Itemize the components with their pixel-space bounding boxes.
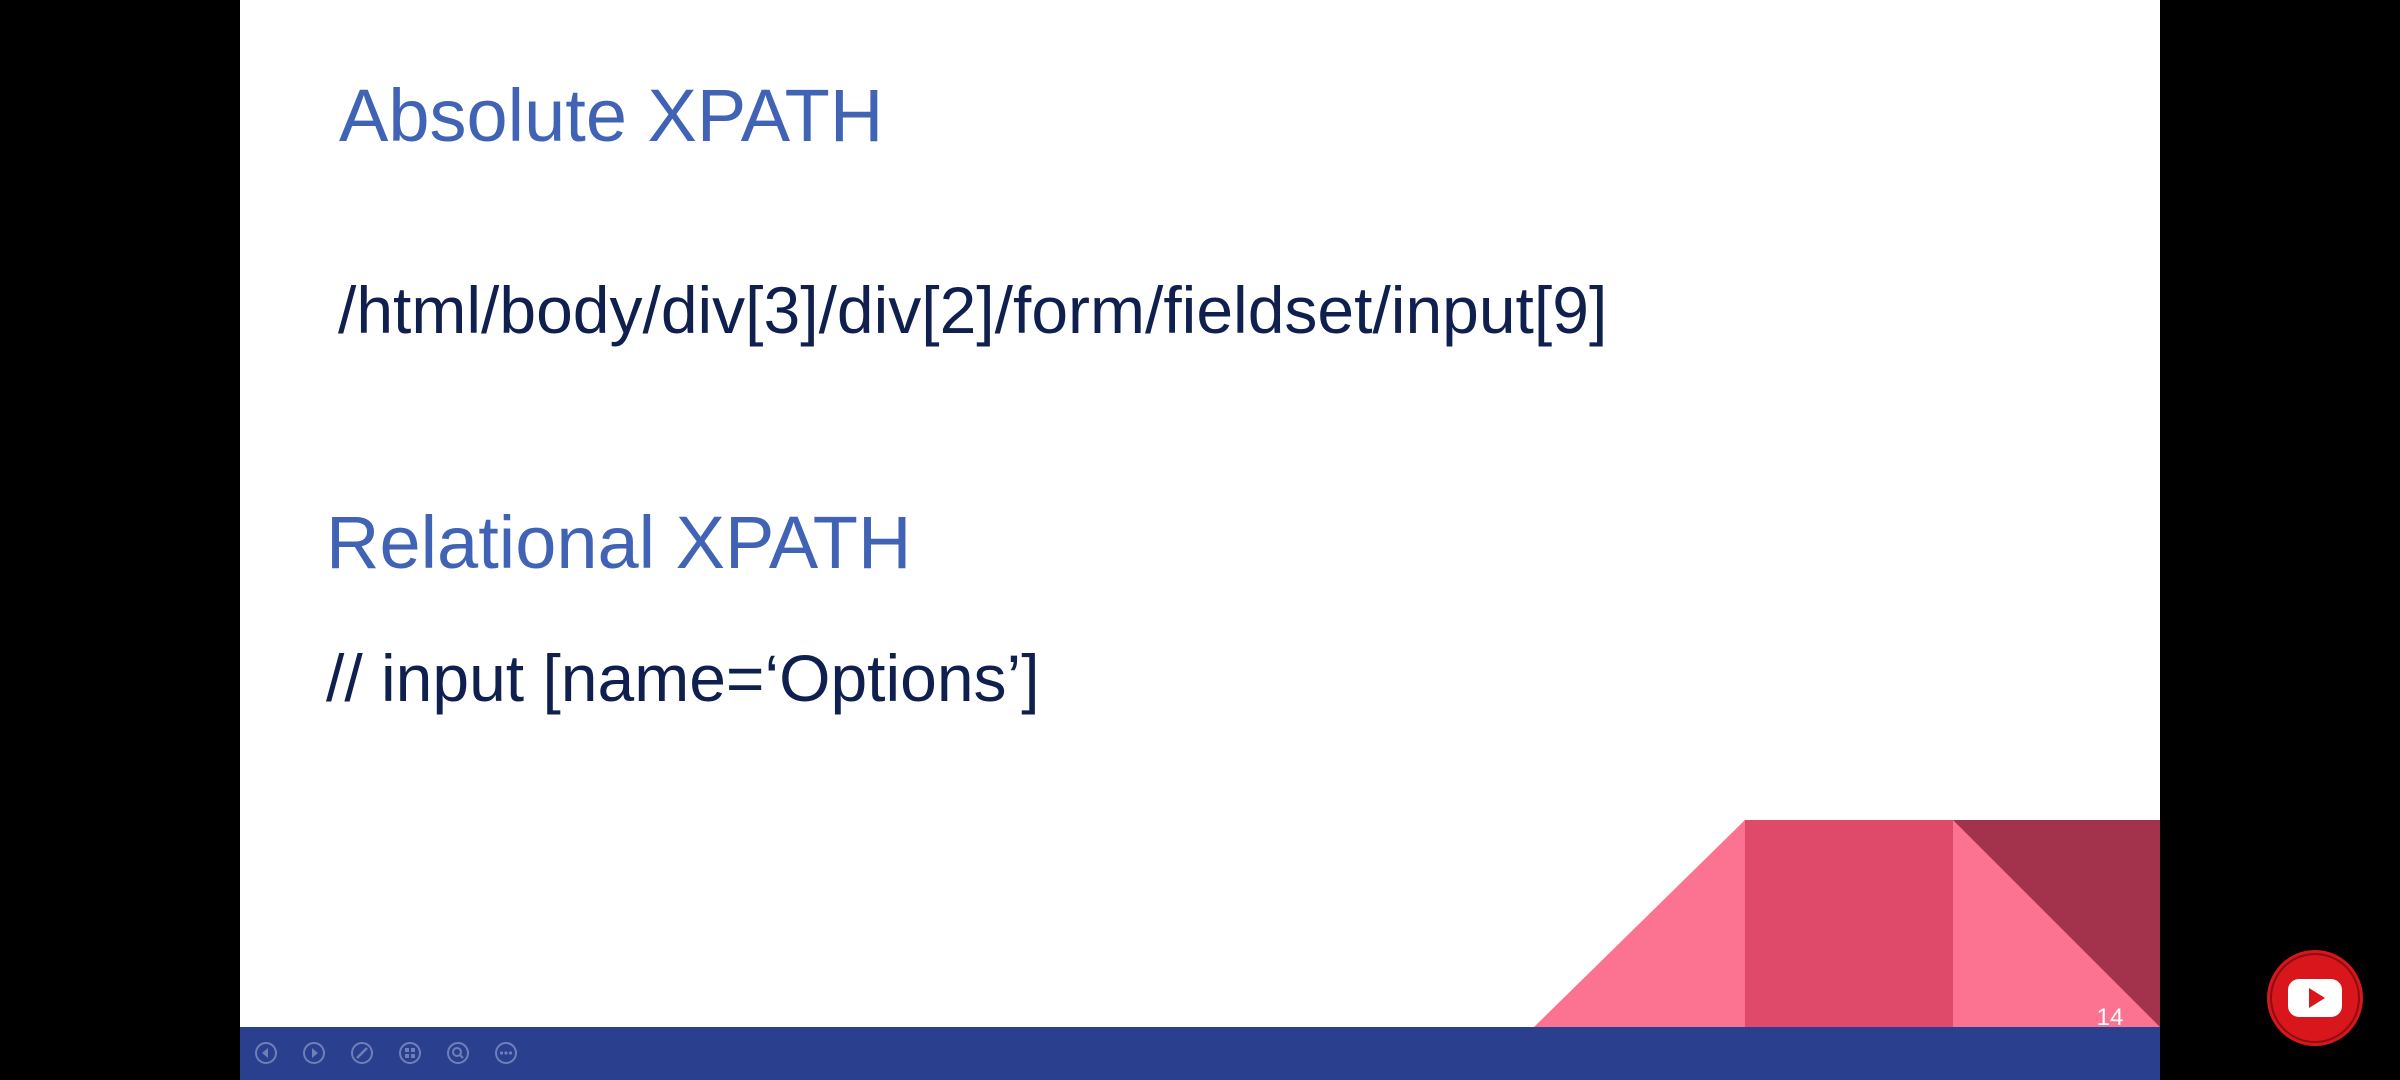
- deco-left-wedge: [1540, 820, 1745, 1027]
- more-options-icon[interactable]: [493, 1040, 519, 1066]
- next-slide-icon[interactable]: [301, 1040, 327, 1066]
- deco-maroon-triangle: [1953, 820, 2160, 1027]
- previous-slide-icon[interactable]: [253, 1040, 279, 1066]
- zoom-icon[interactable]: [445, 1040, 471, 1066]
- heading-absolute-xpath: Absolute XPATH: [339, 74, 884, 157]
- heading-relational-xpath: Relational XPATH: [326, 501, 912, 584]
- decorative-shapes: [1534, 820, 2160, 1080]
- absolute-xpath-expression: /html/body/div[3]/div[2]/form/fieldset/i…: [338, 273, 1608, 347]
- slide-page-number: 14: [2096, 1004, 2124, 1031]
- see-all-slides-icon[interactable]: [397, 1040, 423, 1066]
- presenter-toolbar: [240, 1027, 2160, 1080]
- deco-rose-block: [1745, 820, 1953, 1027]
- youtube-icon[interactable]: [2265, 948, 2365, 1048]
- pen-icon[interactable]: [349, 1040, 375, 1066]
- slide: Absolute XPATH /html/body/div[3]/div[2]/…: [240, 0, 2160, 1080]
- relational-xpath-expression: // input [name=‘Options’]: [326, 641, 1040, 715]
